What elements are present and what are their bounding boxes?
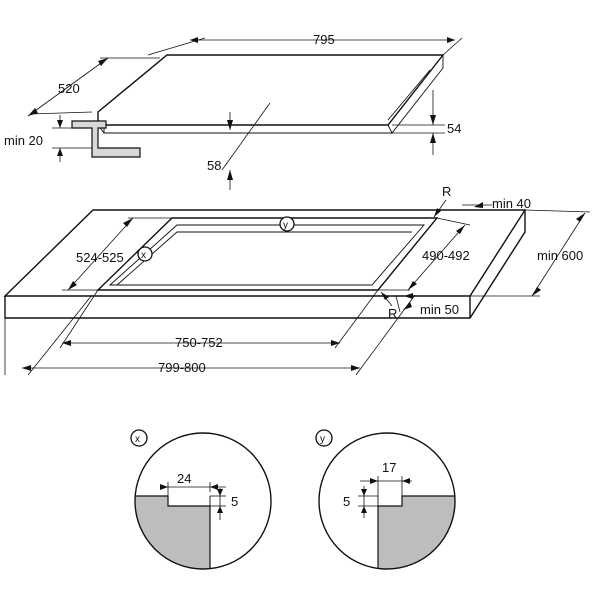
hob-front-edge	[97, 124, 392, 134]
hob-drawing: 795 520 54 58 min 20	[4, 32, 463, 190]
cutout-side-label: 524-525	[76, 250, 124, 265]
marker-y-circle	[279, 216, 295, 232]
hob-depth-label: 520	[58, 81, 80, 96]
radius-label-bottom: R	[388, 306, 397, 321]
detail-y: y 17 5	[315, 429, 456, 570]
detail-y-marker-circle	[315, 429, 333, 447]
detail-y-circle	[318, 432, 456, 570]
worktop-drawing: y x R R min 40 min 50 min 600	[3, 184, 591, 376]
back-clearance-label: min 40	[492, 196, 531, 211]
front-clearance-label: min 50	[420, 302, 459, 317]
detail-x-marker-circle	[130, 429, 148, 447]
marker-x-circle	[137, 246, 153, 262]
hob-right-edge	[387, 55, 444, 134]
hob-under-depth-label: 58	[207, 158, 221, 173]
hob-clearance-label: min 20	[4, 133, 43, 148]
detail-y-marker-label: y	[320, 434, 325, 445]
cutout-outer-width-label: 799-800	[158, 360, 206, 375]
worktop-depth-label: min 600	[537, 248, 583, 263]
detail-y-depth-label: 5	[343, 494, 350, 509]
detail-x-width-label: 24	[177, 471, 191, 486]
marker-y-label: y	[283, 220, 288, 231]
detail-x-depth-label: 5	[231, 494, 238, 509]
cutout-inner	[108, 224, 425, 286]
detail-x: x 24 5	[130, 429, 272, 570]
detail-x-marker-label: x	[135, 434, 140, 445]
cutout-width-label: 750-752	[175, 335, 223, 350]
mounting-bracket	[71, 120, 141, 158]
hob-top-surface	[97, 54, 445, 126]
cutout-depth-label: 490-492	[422, 248, 470, 263]
detail-x-worktop-section	[135, 495, 211, 569]
hob-height-label: 54	[447, 121, 461, 136]
hob-width-label: 795	[313, 32, 335, 47]
detail-y-width-label: 17	[382, 460, 396, 475]
detail-x-circle	[134, 432, 272, 570]
radius-label-top: R	[442, 184, 451, 199]
marker-x-label: x	[141, 250, 146, 261]
detail-y-worktop-section	[377, 495, 455, 569]
